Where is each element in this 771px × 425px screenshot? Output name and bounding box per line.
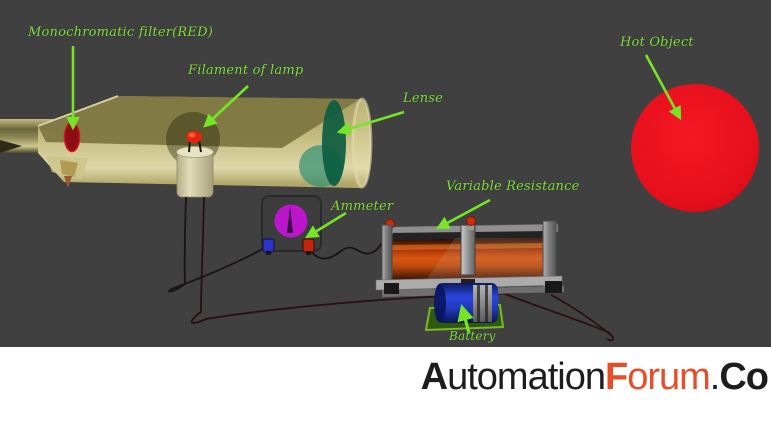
eyepiece-opening	[0, 140, 22, 153]
battery	[424, 283, 505, 332]
tube-inner-detail	[60, 160, 78, 177]
resistor-foot-left	[384, 283, 399, 294]
ammeter-needle	[287, 206, 293, 233]
watermark-logo: AutomationForum.Co	[420, 356, 769, 399]
wire-ammeter-to-resistor	[310, 227, 392, 260]
tube-cone-edge	[37, 95, 119, 127]
wire-lamp-to-ammeter	[168, 196, 267, 293]
resistor-end-plate-left	[381, 224, 393, 288]
lamp-holder	[176, 151, 214, 198]
logo-f: F	[604, 356, 628, 398]
filament-highlight	[188, 132, 196, 138]
watermark-strip: AutomationForum.Co	[0, 347, 771, 425]
logo-dot: .	[709, 356, 721, 398]
hot-object	[631, 84, 759, 212]
telescope-tube	[0, 95, 373, 189]
ammeter-foot-right	[306, 251, 311, 255]
ammeter-foot-left	[266, 251, 271, 255]
resistor-terminal-mid	[466, 216, 476, 226]
lamp	[176, 131, 214, 198]
logo-utomation: utomation	[447, 356, 606, 398]
battery-band	[473, 285, 492, 322]
label-battery: Battery	[449, 329, 496, 343]
label-monochromatic-filter: Monochromatic filter(RED)	[28, 25, 214, 40]
logo-a: A	[420, 356, 448, 398]
label-hot-object: Hot Object	[620, 35, 694, 50]
logo-co: Co	[719, 356, 769, 398]
lamp-holder-top	[176, 146, 214, 158]
resistor-foot-right	[545, 281, 562, 293]
tube-texture	[38, 96, 360, 148]
ammeter-arrow-icon	[304, 211, 347, 239]
diagram-canvas	[0, 46, 759, 342]
battery-band-stripe-1	[477, 285, 480, 322]
scene-3d: Monochromatic filter(RED) Filament of la…	[0, 0, 771, 347]
ammeter	[261, 195, 322, 255]
ammeter-terminal-negative	[262, 238, 275, 253]
tube-end-cap	[351, 97, 373, 189]
resistance-arrow-icon	[435, 198, 491, 230]
ammeter-terminal-positive	[302, 238, 315, 253]
wire-battery-right-1	[499, 291, 611, 334]
lense-arrow-icon	[336, 110, 405, 136]
resistor-coil-sheen	[425, 238, 546, 282]
logo-orum: orum	[627, 356, 711, 398]
label-variable-resistance: Variable Resistance	[446, 179, 580, 194]
annotation-arrows	[66, 46, 682, 334]
tube-inner-tip	[64, 176, 72, 188]
battery-band-stripe-2	[485, 285, 488, 322]
battery-arrow-icon	[457, 304, 474, 334]
battery-end-cap	[434, 283, 446, 323]
filament-prong-right	[198, 139, 202, 153]
lens	[322, 100, 346, 186]
label-ammeter: Ammeter	[331, 199, 394, 214]
label-filament-of-lamp: Filament of lamp	[188, 63, 304, 78]
wire-battery-right-2	[550, 294, 615, 342]
label-lense: Lense	[403, 91, 444, 106]
filament-arrow-icon	[203, 85, 249, 128]
hot-object-arrow-icon	[644, 54, 682, 121]
resistor-slider	[460, 224, 476, 276]
